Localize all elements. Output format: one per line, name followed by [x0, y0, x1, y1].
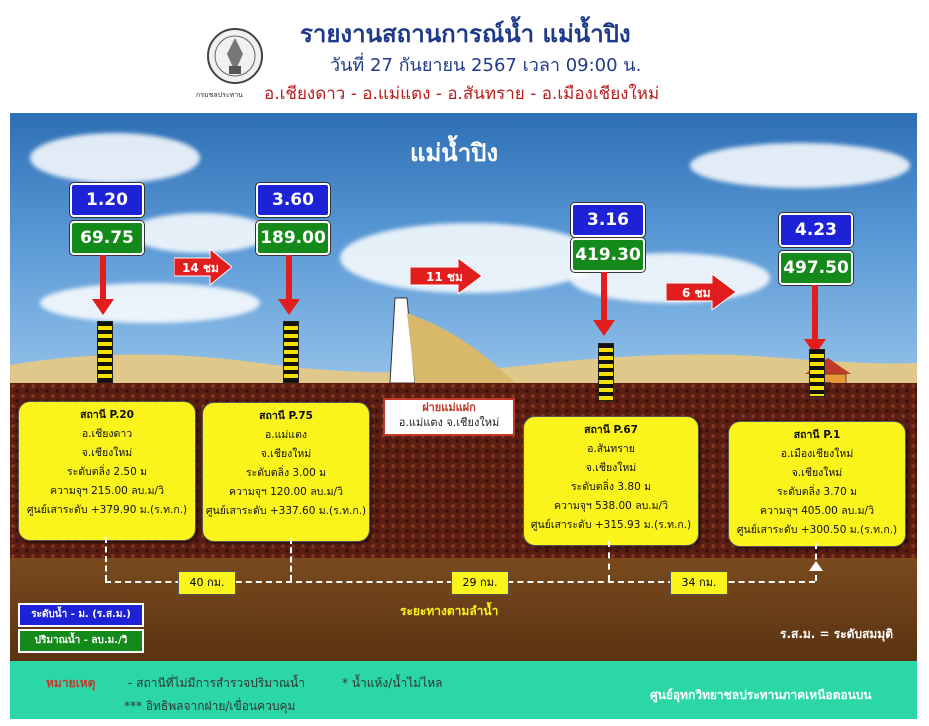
- note-dam-influence: *** อิทธิพลจากฝาย/เขื่อนควบคุม: [124, 699, 296, 713]
- station-name: สถานี P.20: [80, 409, 134, 421]
- station-amphoe: อ.เมืองเชียงใหม่: [780, 448, 854, 460]
- down-arrow-icon: [278, 255, 300, 315]
- cloud: [30, 133, 200, 183]
- distance-1: 40 กม.: [178, 571, 236, 595]
- station-datum: ศูนย์เสาระดับ +315.93 ม.(ร.ท.ก.): [530, 519, 692, 531]
- station-p1-info: สถานี P.1 อ.เมืองเชียงใหม่ จ.เชียงใหม่ ร…: [728, 421, 906, 547]
- report-districts: อ.เชียงดาว - อ.แม่แตง - อ.สันทราย - อ.เม…: [264, 84, 660, 104]
- station-datum: ศูนย์เสาระดับ +379.90 ม.(ร.ท.ก.): [26, 504, 188, 516]
- note-no-survey: - สถานีที่ไม่มีการสำรวจปริมาณน้ำ: [128, 676, 305, 690]
- river-scene: แม่น้ำปิง 1.20 69.75 3.60 189.00 3.16 41…: [10, 113, 917, 661]
- station-p20-flow: 69.75: [70, 221, 144, 255]
- staff-gauge-icon: [598, 343, 614, 401]
- note-label: หมายเหตุ: [46, 676, 96, 690]
- station-capacity: ความจุฯ 120.00 ลบ.ม/วิ: [229, 486, 343, 498]
- river-name: แม่น้ำปิง: [410, 139, 499, 167]
- station-province: จ.เชียงใหม่: [260, 448, 312, 460]
- note-dry: * น้ำแห้ง/น้ำไม่ไหล: [342, 676, 443, 690]
- travel-time-3: 6 ชม: [682, 286, 711, 300]
- distance-3: 34 กม.: [670, 571, 728, 595]
- station-name: สถานี P.75: [259, 410, 313, 422]
- legend-rsm: ร.ส.ม. = ระดับสมมุติ: [780, 627, 894, 641]
- down-arrow-icon: [593, 272, 615, 336]
- station-p20-info: สถานี P.20 อ.เชียงดาว จ.เชียงใหม่ ระดับต…: [18, 401, 196, 541]
- staff-gauge-icon: [97, 321, 113, 383]
- seal-caption: กรมชลประทาน: [196, 91, 243, 99]
- station-p1-level: 4.23: [779, 213, 853, 247]
- travel-time-1: 14 ชม: [182, 261, 219, 275]
- footer-notes: หมายเหตุ - สถานีที่ไม่มีการสำรวจปริมาณน้…: [10, 661, 917, 719]
- dam-name: ฝายแม่แฝก: [422, 401, 476, 414]
- station-p75-level: 3.60: [256, 183, 330, 217]
- legend-flow: ปริมาณน้ำ - ลบ.ม./วิ: [18, 629, 144, 653]
- station-capacity: ความจุฯ 215.00 ลบ.ม/วิ: [50, 485, 164, 497]
- down-arrow-icon: [804, 285, 826, 355]
- distance-caption: ระยะทางตามลำน้ำ: [400, 604, 499, 618]
- station-amphoe: อ.เชียงดาว: [81, 428, 133, 440]
- station-bank-level: ระดับตลิ่ง 2.50 ม: [66, 466, 148, 478]
- dam-label: ฝายแม่แฝก อ.แม่แตง จ.เชียงใหม่: [383, 398, 515, 436]
- cloud: [40, 283, 260, 323]
- station-p75-info: สถานี P.75 อ.แม่แตง จ.เชียงใหม่ ระดับตลิ…: [202, 402, 370, 542]
- station-p67-level: 3.16: [571, 203, 645, 237]
- rid-seal-icon: [205, 26, 265, 88]
- station-province: จ.เชียงใหม่: [585, 462, 637, 474]
- report-header: กรมชลประทาน รายงานสถานการณ์น้ำ แม่น้ำปิง…: [0, 0, 929, 112]
- station-province: จ.เชียงใหม่: [81, 447, 133, 459]
- station-p67-flow: 419.30: [571, 238, 645, 272]
- station-p1-flow: 497.50: [779, 251, 853, 285]
- dam-location: อ.แม่แตง จ.เชียงใหม่: [398, 416, 500, 429]
- station-p67-info: สถานี P.67 อ.สันทราย จ.เชียงใหม่ ระดับตล…: [523, 416, 699, 546]
- distance-2: 29 กม.: [451, 571, 509, 595]
- up-arrow-icon: [809, 561, 823, 571]
- station-name: สถานี P.67: [584, 424, 638, 436]
- dam-weir-icon: [389, 297, 515, 384]
- station-amphoe: อ.สันทราย: [587, 443, 635, 455]
- staff-gauge-icon: [283, 321, 299, 383]
- travel-arrow-icon: [410, 258, 482, 294]
- cloud: [690, 143, 910, 188]
- station-datum: ศูนย์เสาระดับ +300.50 ม.(ร.ท.ก.): [736, 524, 898, 536]
- staff-gauge-icon: [809, 349, 825, 397]
- report-date: วันที่ 27 กันยายน 2567 เวลา 09:00 น.: [330, 55, 642, 76]
- report-title: รายงานสถานการณ์น้ำ แม่น้ำปิง: [300, 20, 631, 48]
- travel-arrow-icon: [174, 249, 232, 285]
- station-province: จ.เชียงใหม่: [791, 467, 843, 479]
- station-p20-level: 1.20: [70, 183, 144, 217]
- legend-level: ระดับน้ำ - ม. (ร.ส.ม.): [18, 603, 144, 627]
- travel-arrow-icon: [666, 274, 736, 310]
- station-bank-level: ระดับตลิ่ง 3.80 ม: [570, 481, 652, 493]
- station-datum: ศูนย์เสาระดับ +337.60 ม.(ร.ท.ก.): [205, 505, 367, 517]
- station-bank-level: ระดับตลิ่ง 3.00 ม: [245, 467, 327, 479]
- down-arrow-icon: [92, 255, 114, 315]
- distance-connector: [290, 538, 292, 581]
- station-name: สถานี P.1: [793, 429, 841, 441]
- station-bank-level: ระดับตลิ่ง 3.70 ม: [776, 486, 858, 498]
- station-p75-flow: 189.00: [256, 221, 330, 255]
- cloud: [130, 213, 270, 253]
- distance-connector: [608, 541, 610, 581]
- distance-connector: [105, 537, 107, 581]
- travel-time-2: 11 ชม: [426, 270, 463, 284]
- station-capacity: ความจุฯ 538.00 ลบ.ม/วิ: [554, 500, 668, 512]
- station-amphoe: อ.แม่แตง: [264, 429, 308, 441]
- org-name: ศูนย์อุทกวิทยาชลประทานภาคเหนือตอนบน: [650, 688, 872, 702]
- station-capacity: ความจุฯ 405.00 ลบ.ม/วิ: [760, 505, 874, 517]
